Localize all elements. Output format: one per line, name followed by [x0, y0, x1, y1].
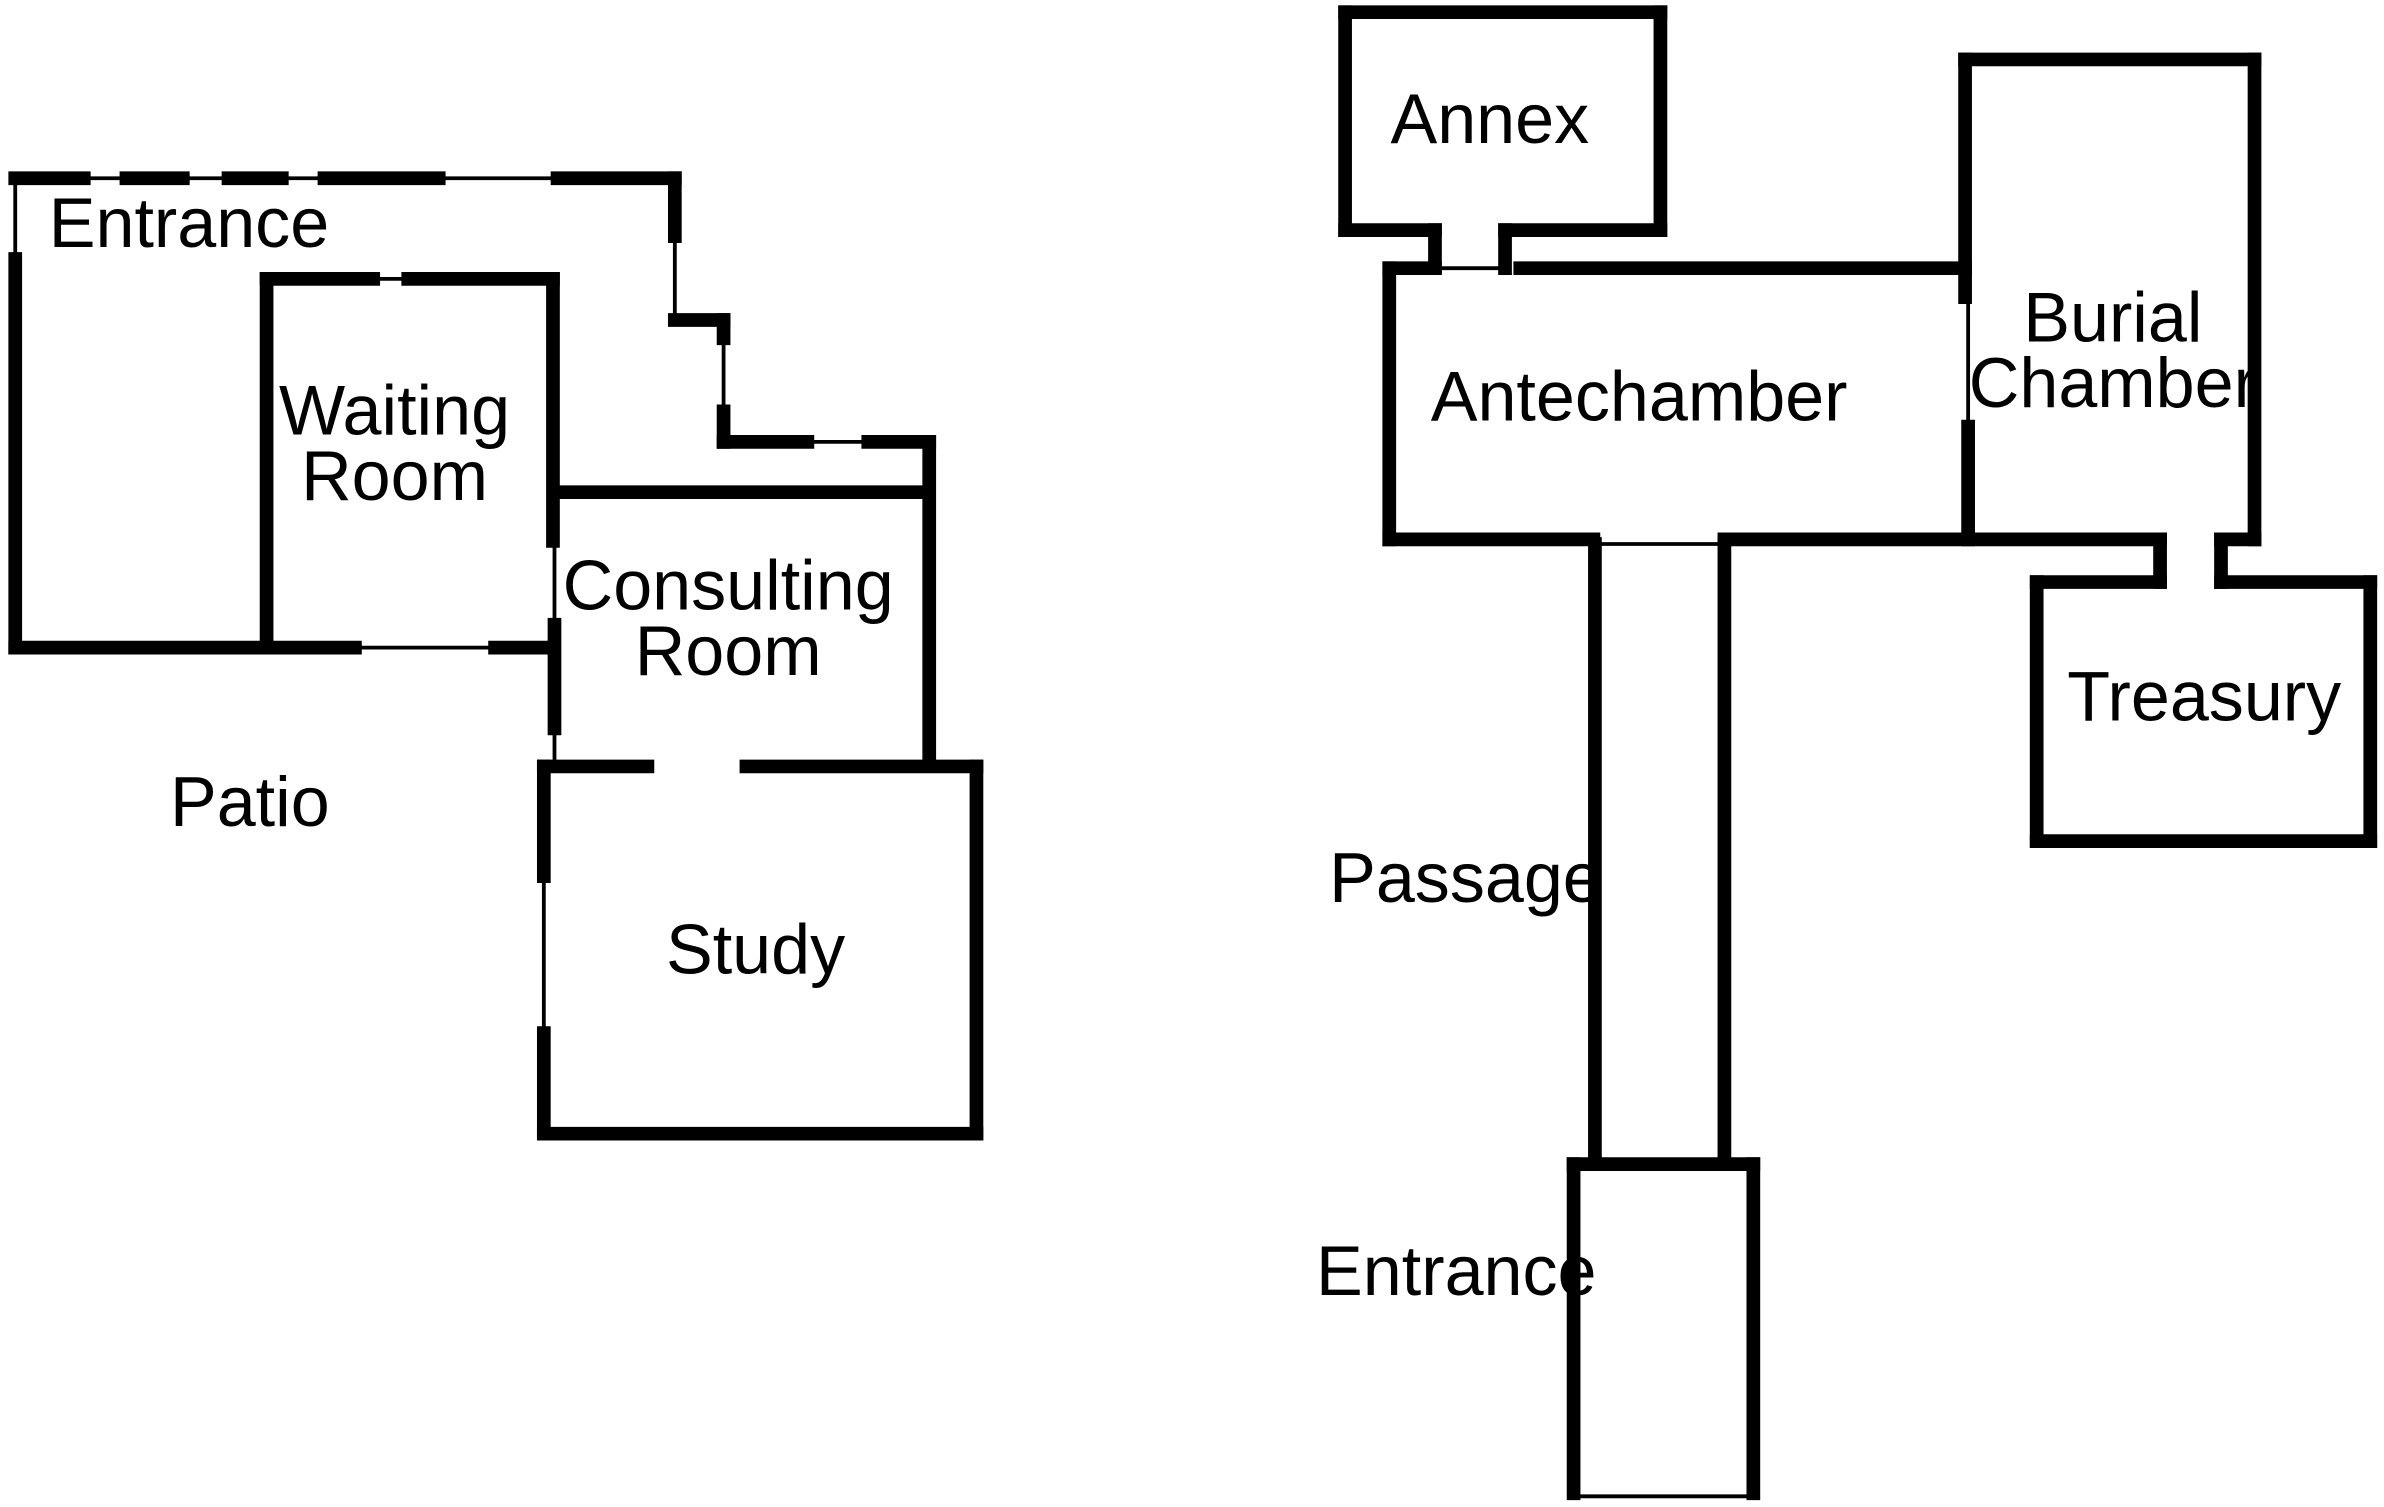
- consulting-room-label-line1: Consulting: [563, 546, 894, 624]
- study-label: Study: [666, 911, 845, 989]
- annex-label: Annex: [1390, 80, 1589, 158]
- house-plan: Entrance Waiting Room Consulting Room Pa…: [8, 171, 984, 1141]
- antechamber-walls: [1382, 261, 2167, 547]
- treasury-label: Treasury: [2067, 658, 2341, 736]
- antechamber-label: Antechamber: [1431, 358, 1848, 436]
- burial-chamber-label-line1: Burial: [2023, 278, 2202, 356]
- annex-walls: [1338, 5, 1668, 276]
- house-stepped-wall: [667, 171, 937, 769]
- treasury-walls: [2029, 575, 2378, 848]
- study-walls: [536, 759, 984, 1141]
- tomb-plan: Annex Antechamber Burial Chamber Treasur…: [1316, 5, 2378, 1501]
- consulting-room-walls: [547, 485, 934, 767]
- passage-walls: [1588, 537, 1732, 1172]
- consulting-room-label-line2: Room: [635, 612, 822, 690]
- tomb-entrance-label: Entrance: [1316, 1232, 1596, 1310]
- tomb-entrance-walls: [1566, 1157, 1761, 1501]
- burial-chamber-label-line2: Chamber: [1969, 344, 2257, 422]
- waiting-room-label-line2: Room: [301, 437, 488, 515]
- waiting-room-label-line1: Waiting: [279, 371, 510, 449]
- passage-label: Passage: [1329, 839, 1602, 917]
- patio-label: Patio: [170, 763, 330, 841]
- waiting-room-walls: [259, 271, 560, 655]
- burial-chamber-walls: [1958, 52, 2262, 589]
- house-entrance-label: Entrance: [49, 184, 329, 262]
